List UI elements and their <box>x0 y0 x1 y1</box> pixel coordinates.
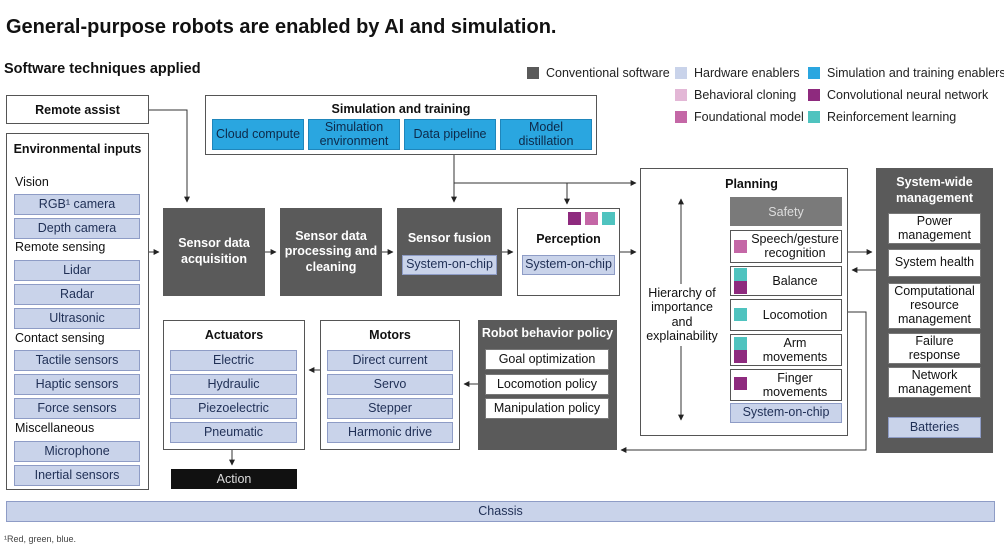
miscellaneous-label: Miscellaneous <box>15 421 95 435</box>
balance-box <box>730 266 842 296</box>
sensor-fusion-label: Sensor fusion <box>407 231 492 245</box>
reinforcement-learning-marker <box>734 308 747 321</box>
hydraulic-box: Hydraulic <box>170 374 297 395</box>
planning-title: Planning <box>725 177 778 191</box>
action-box: Action <box>171 469 297 489</box>
system-wide-title: System-wide management <box>895 175 974 205</box>
planning-system-on-chip: System-on-chip <box>730 403 842 423</box>
pneumatic-box: Pneumatic <box>170 422 297 443</box>
rgb-camera-box: RGB¹ camera <box>14 194 140 215</box>
sensor-fusion-box: Sensor fusion <box>397 208 502 296</box>
stepper-box: Stepper <box>327 398 453 419</box>
perception-title: Perception <box>536 232 601 246</box>
legend-label: Convolutional neural network <box>827 88 989 102</box>
cnn-marker <box>734 281 747 294</box>
legend-swatch <box>808 67 820 79</box>
chassis-bar: Chassis <box>6 501 995 522</box>
legend-label: Hardware enablers <box>694 66 800 80</box>
legend-label: Foundational model <box>694 110 804 124</box>
foundational-model-marker <box>734 240 747 253</box>
lidar-box: Lidar <box>14 260 140 281</box>
page-title: General-purpose robots are enabled by AI… <box>6 16 557 38</box>
legend-swatch <box>527 67 539 79</box>
contact-sensing-label: Contact sensing <box>15 331 105 345</box>
balance-label: Balance <box>772 274 818 288</box>
legend-item: Convolutional neural network <box>808 88 988 102</box>
reinforcement-learning-marker <box>602 212 615 225</box>
legend-item: Conventional software <box>527 66 670 80</box>
legend-swatch <box>808 89 820 101</box>
locomotion-policy-box: Locomotion policy <box>485 374 609 395</box>
arrow-remote-assist <box>149 109 190 203</box>
legend-item: Hardware enablers <box>675 66 800 80</box>
legend-label: Simulation and training enablers <box>827 66 1004 80</box>
legend-item: Simulation and training enablers <box>808 66 1004 80</box>
batteries-box: Batteries <box>888 417 981 438</box>
locomotion-label: Locomotion <box>762 308 828 322</box>
vision-label: Vision <box>15 175 49 189</box>
perception-system-on-chip: System-on-chip <box>522 255 615 275</box>
power-management-box: Power management <box>888 213 981 244</box>
actuators-title: Actuators <box>204 328 264 342</box>
legend-swatch <box>808 111 820 123</box>
cloud-compute-box: Cloud compute <box>212 119 304 150</box>
legend-label: Behavioral cloning <box>694 88 797 102</box>
electric-box: Electric <box>170 350 297 371</box>
sensor-data-acquisition-box: Sensor data acquisition <box>163 208 265 296</box>
speech-gesture-label: Speech/gesture recognition <box>751 232 839 260</box>
motors-title: Motors <box>369 328 411 342</box>
speech-gesture-box <box>730 230 842 263</box>
legend-swatch <box>675 111 687 123</box>
safety-box: Safety <box>730 197 842 226</box>
legend-swatch <box>675 67 687 79</box>
legend-label: Conventional software <box>546 66 670 80</box>
arm-movements-label: Arm movements <box>762 336 828 364</box>
system-health-box: System health <box>888 249 981 277</box>
data-pipeline-box: Data pipeline <box>404 119 496 150</box>
hierarchy-label: Hierarchy of importance and explainabili… <box>642 286 722 344</box>
simulation-title: Simulation and training <box>331 102 471 116</box>
microphone-box: Microphone <box>14 441 140 462</box>
legend-item: Behavioral cloning <box>675 88 796 102</box>
environmental-title: Environmental inputs <box>13 142 142 156</box>
manipulation-policy-box: Manipulation policy <box>485 398 609 419</box>
servo-box: Servo <box>327 374 453 395</box>
piezoelectric-box: Piezoelectric <box>170 398 297 419</box>
harmonic-drive-box: Harmonic drive <box>327 422 453 443</box>
network-management-box: Network management <box>888 367 981 398</box>
legend-swatch <box>675 89 687 101</box>
sensor-data-processing-box: Sensor data processing and cleaning <box>280 208 382 296</box>
ultrasonic-box: Ultrasonic <box>14 308 140 329</box>
section-subtitle: Software techniques applied <box>4 61 201 77</box>
fusion-system-on-chip: System-on-chip <box>402 255 497 275</box>
finger-movements-label: Finger movements <box>762 371 828 399</box>
depth-camera-box: Depth camera <box>14 218 140 239</box>
radar-box: Radar <box>14 284 140 305</box>
legend-item: Reinforcement learning <box>808 110 956 124</box>
direct-current-box: Direct current <box>327 350 453 371</box>
model-distillation-box: Model distillation <box>500 119 592 150</box>
goal-optimization-box: Goal optimization <box>485 349 609 370</box>
foundational-model-marker <box>585 212 598 225</box>
legend-label: Reinforcement learning <box>827 110 957 124</box>
failure-response-box: Failure response <box>888 333 981 364</box>
cnn-marker <box>734 377 747 390</box>
footnote: ¹Red, green, blue. <box>4 534 77 544</box>
cnn-marker <box>734 350 747 363</box>
remote-assist-box: Remote assist <box>6 95 149 124</box>
force-sensors-box: Force sensors <box>14 398 140 419</box>
inertial-sensors-box: Inertial sensors <box>14 465 140 486</box>
reinforcement-learning-marker <box>734 268 747 281</box>
simulation-environment-box: Simulation environment <box>308 119 400 150</box>
cnn-marker <box>568 212 581 225</box>
robot-behavior-title: Robot behavior policy <box>481 326 614 340</box>
remote-sensing-label: Remote sensing <box>15 240 106 254</box>
reinforcement-learning-marker <box>734 337 747 350</box>
computational-resource-box: Computational resource management <box>888 283 981 329</box>
legend-item: Foundational model <box>675 110 804 124</box>
haptic-sensors-box: Haptic sensors <box>14 374 140 395</box>
tactile-sensors-box: Tactile sensors <box>14 350 140 371</box>
